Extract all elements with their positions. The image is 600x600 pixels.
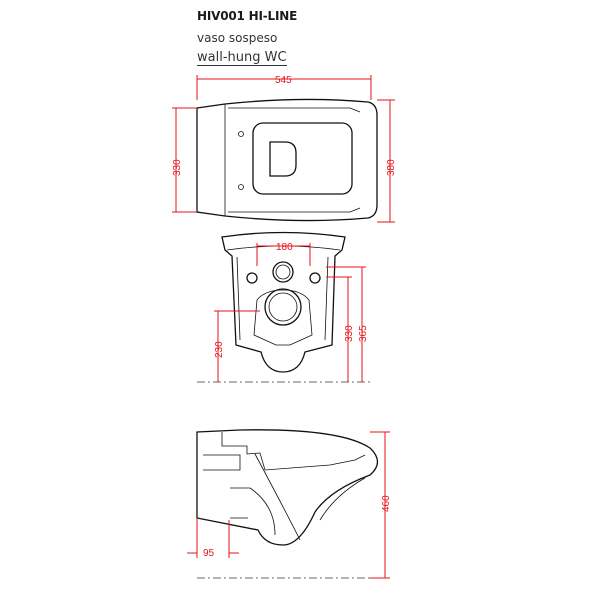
description-english: wall-hung WC — [197, 50, 287, 66]
dim-back-width-330: 330 — [172, 159, 183, 176]
dim-width-380: 380 — [386, 159, 397, 176]
dim-outlet-offset-95: 95 — [203, 548, 215, 559]
dim-inlet-height-365: 365 — [358, 325, 369, 342]
description-italian: vaso sospeso — [197, 31, 278, 45]
dim-fixing-distance-180: 180 — [276, 242, 293, 253]
top-view: 545 330 380 — [172, 75, 397, 223]
dim-fixing-height-330: 330 — [344, 325, 355, 342]
dim-outlet-height-230: 230 — [214, 341, 225, 358]
model-title: HIV001 HI-LINE — [197, 9, 298, 23]
dim-length-545: 545 — [275, 75, 292, 86]
dim-height-460: 460 — [381, 495, 392, 512]
side-view: 460 95 — [187, 429, 392, 579]
front-view: 180 230 330 365 — [197, 231, 372, 383]
